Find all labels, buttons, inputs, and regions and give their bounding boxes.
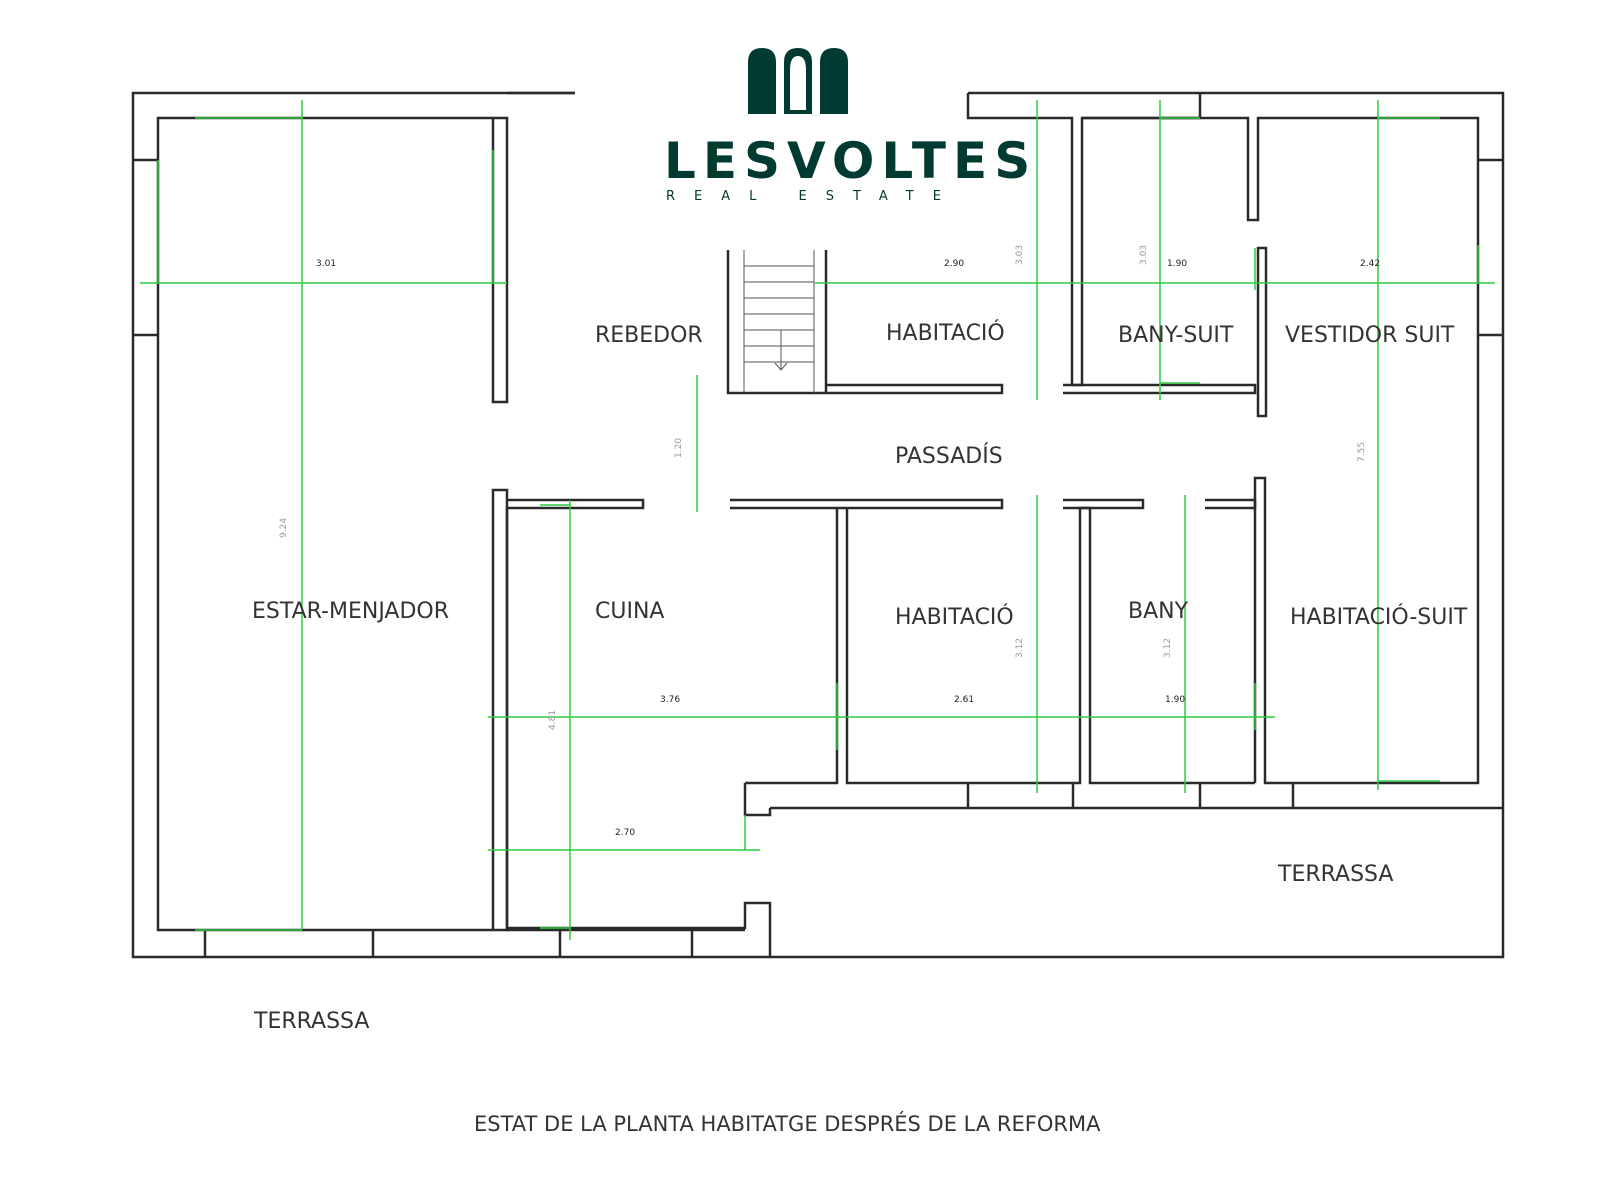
room-label-passadis: PASSADÍS bbox=[895, 443, 1003, 469]
bany-suit-wall bbox=[1082, 116, 1480, 785]
dim-bany-depth: 3.12 bbox=[1163, 638, 1173, 658]
brand-logo: LESVOLTES REAL ESTATE bbox=[664, 48, 1037, 250]
dim-terrassa-step: 2.70 bbox=[615, 828, 635, 838]
dimension-lines bbox=[140, 100, 1495, 940]
stair-treads bbox=[743, 245, 815, 393]
dim-habitacio-bottom-depth: 3.12 bbox=[1015, 638, 1025, 658]
cuina-wall bbox=[505, 508, 745, 932]
brand-tagline: REAL ESTATE bbox=[666, 189, 960, 204]
room-label-habitacio-top: HABITACIÓ bbox=[886, 320, 1005, 346]
outer-wall-top-right bbox=[770, 91, 1505, 959]
room-label-habitacio-suit: HABITACIÓ-SUIT bbox=[1290, 604, 1468, 630]
dim-habitacio-top-depth: 3.03 bbox=[1015, 245, 1025, 265]
passage-top-wall-1 bbox=[826, 383, 1004, 395]
dim-cuina-length: 4.81 bbox=[548, 710, 558, 730]
estar-partition-bottom bbox=[491, 488, 509, 932]
brand-name: LESVOLTES bbox=[664, 132, 1037, 190]
arches-icon bbox=[748, 48, 848, 114]
estar-inner-wall bbox=[156, 116, 493, 932]
room-label-bany: BANY bbox=[1128, 599, 1189, 624]
passage-bottom-wall-1 bbox=[507, 498, 645, 510]
habitacio-bottom-wall bbox=[845, 506, 1255, 785]
dim-passadis-width: 1.20 bbox=[674, 438, 684, 458]
plan-caption: ESTAT DE LA PLANTA HABITATGE DESPRÉS DE … bbox=[474, 1111, 1101, 1136]
room-label-rebedor: REBEDOR bbox=[595, 323, 703, 348]
passage-bottom-wall-2 bbox=[730, 498, 1004, 510]
dim-bany-suit-width: 1.90 bbox=[1167, 259, 1187, 269]
dim-habitacio-bottom-width: 2.61 bbox=[954, 695, 974, 705]
passage-top-wall-2 bbox=[1063, 383, 1257, 395]
room-label-bany-suit: BANY-SUIT bbox=[1118, 323, 1234, 348]
stair-block bbox=[726, 243, 828, 395]
room-label-terrassa-bottom: TERRASSA bbox=[253, 1009, 369, 1034]
room-label-terrassa-right: TERRASSA bbox=[1277, 862, 1393, 887]
terrace-step bbox=[743, 783, 772, 817]
dim-suit-length: 7.55 bbox=[1357, 442, 1367, 462]
room-label-cuina: CUINA bbox=[595, 599, 664, 624]
estar-partition-top bbox=[491, 116, 509, 404]
dim-estar-width: 3.01 bbox=[316, 259, 336, 269]
outer-wall-left bbox=[131, 91, 772, 959]
dim-vestidor-width: 2.42 bbox=[1360, 259, 1380, 269]
dim-bany-width: 1.90 bbox=[1165, 695, 1185, 705]
passage-bottom-wall-4 bbox=[1205, 498, 1257, 510]
cuina-habitacio-wall bbox=[745, 508, 839, 785]
dim-cuina-width: 3.76 bbox=[660, 695, 680, 705]
dim-estar-length: 9.24 bbox=[279, 518, 289, 538]
room-label-vestidor-suit: VESTIDOR SUIT bbox=[1285, 323, 1455, 348]
passage-bottom-wall-3 bbox=[1063, 498, 1145, 510]
room-label-habitacio-bottom: HABITACIÓ bbox=[895, 604, 1014, 630]
vestidor-partition bbox=[1256, 246, 1268, 418]
dim-habitacio-top-width: 2.90 bbox=[944, 259, 964, 269]
dim-bany-suit-depth: 3.03 bbox=[1139, 245, 1149, 265]
room-label-estar-menjador: ESTAR-MENJADOR bbox=[252, 599, 449, 624]
